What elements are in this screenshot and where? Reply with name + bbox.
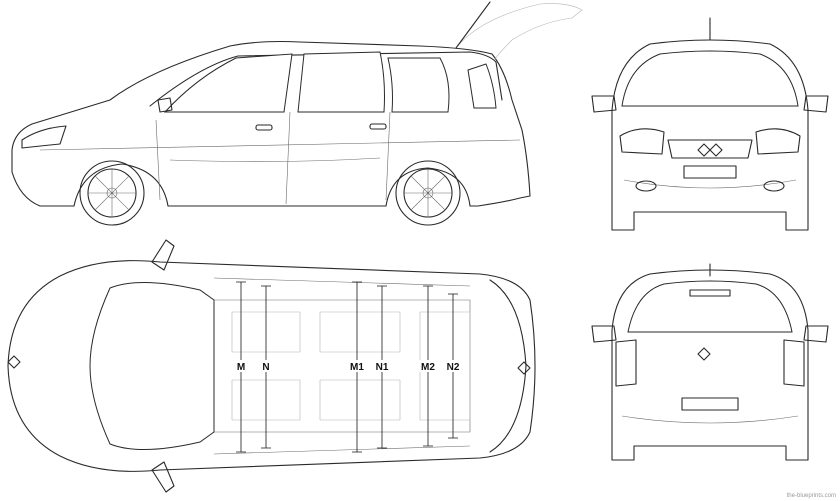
front-right-headlamp (755, 128, 801, 155)
side-roof-line (149, 51, 503, 107)
front-body-outline (611, 39, 809, 231)
dimension-m2-label: M2 (421, 362, 435, 373)
rear-right-taillamp (783, 339, 805, 387)
front-right-mirror (803, 95, 829, 113)
dimension-m1-label: M1 (350, 362, 364, 373)
dimension-n: N (259, 285, 273, 449)
rear-bumper-line (621, 415, 799, 424)
side-lower-crease (169, 157, 381, 162)
side-front-wheel (79, 160, 145, 226)
side-rear-door-window (297, 51, 385, 113)
side-headlamp (21, 125, 67, 149)
front-windshield (621, 50, 799, 107)
front-grille (667, 139, 753, 159)
side-character-line (39, 139, 521, 151)
front-left-headlamp (619, 128, 665, 155)
front-plate (683, 165, 737, 179)
top-front-badge-icon (7, 355, 21, 369)
top-rear-hatch (489, 279, 527, 453)
dimension-n1-label: N1 (376, 362, 389, 373)
dimension-n2: N2 (442, 293, 464, 439)
rear-badge-icon (697, 347, 711, 361)
rear-window (627, 280, 793, 333)
top-body-outline (7, 260, 536, 472)
dimension-m2: M2 (417, 285, 439, 447)
front-left-mirror (591, 95, 617, 113)
dimension-m1: M1 (346, 281, 368, 453)
side-quarter-window (387, 57, 450, 113)
front-left-foglamp (635, 180, 657, 192)
front-bumper-line (623, 179, 797, 189)
top-seats-outline (231, 311, 471, 421)
side-body-outline (11, 40, 531, 207)
front-badge-icon (697, 143, 723, 157)
top-view: M N M1 N1 M2 N2 (7, 239, 536, 493)
rear-left-mirror (591, 325, 617, 343)
side-tailgate-strut (455, 1, 491, 49)
top-rear-badge-icon (517, 361, 531, 375)
side-rear-door-handle (369, 123, 387, 130)
rear-body-outline (611, 269, 809, 461)
dimension-m: M (234, 281, 248, 453)
side-tailgate-open (455, 3, 583, 61)
rear-plate (681, 397, 739, 411)
dimension-n-label: N (262, 362, 269, 373)
side-mirror (157, 97, 173, 113)
front-right-foglamp (763, 180, 785, 192)
top-left-mirror (151, 239, 175, 271)
front-view (591, 17, 829, 231)
side-door-seams (155, 111, 391, 205)
rear-left-taillamp (615, 339, 637, 387)
dimension-n2-label: N2 (447, 362, 460, 373)
rear-right-mirror (803, 325, 829, 343)
rear-brake-light (689, 289, 731, 297)
side-front-window (163, 53, 293, 113)
top-roof-rails (213, 277, 471, 455)
side-rear-pillar-glass (467, 63, 497, 109)
side-rear-wheel (395, 160, 461, 226)
side-front-door-handle (255, 124, 273, 131)
credit-text: the-blueprints.com (787, 493, 836, 499)
rear-view (591, 263, 829, 461)
dimension-n1: N1 (372, 285, 392, 449)
dimension-m-label: M (237, 362, 245, 373)
top-right-mirror (151, 461, 175, 493)
side-view (11, 1, 583, 226)
top-windshield (89, 282, 215, 450)
